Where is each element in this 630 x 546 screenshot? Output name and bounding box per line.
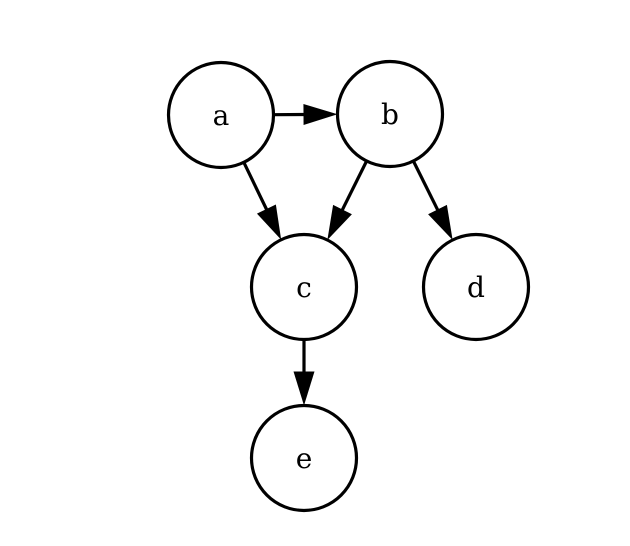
edge-b-c-line bbox=[340, 160, 369, 212]
node-c-label: c bbox=[296, 271, 312, 304]
node-e: e bbox=[249, 403, 359, 513]
edge-a-c-line bbox=[242, 161, 269, 211]
edge-b-d-line bbox=[411, 160, 440, 212]
node-e-circle bbox=[249, 403, 359, 513]
node-b: b bbox=[335, 59, 445, 169]
node-a-label: a bbox=[213, 99, 230, 132]
edge-b-d-arrowhead-icon bbox=[428, 204, 453, 240]
node-e-label: e bbox=[296, 442, 313, 475]
node-d: d bbox=[421, 232, 531, 342]
edge-a-b bbox=[273, 104, 338, 126]
edge-c-e-arrowhead-icon bbox=[293, 371, 315, 406]
edge-c-e bbox=[293, 339, 315, 406]
edge-a-c bbox=[242, 161, 282, 240]
edge-b-d bbox=[411, 160, 453, 240]
node-a-circle bbox=[166, 60, 276, 170]
node-b-label: b bbox=[381, 98, 399, 131]
node-c: c bbox=[249, 232, 359, 342]
node-d-label: d bbox=[467, 271, 485, 304]
edge-a-c-arrowhead-icon bbox=[256, 204, 282, 240]
node-c-circle bbox=[249, 232, 359, 342]
edge-b-c-arrowhead-icon bbox=[327, 204, 352, 240]
edge-b-c bbox=[327, 160, 369, 240]
node-d-circle bbox=[421, 232, 531, 342]
node-b-circle bbox=[335, 59, 445, 169]
edge-a-b-arrowhead-icon bbox=[303, 104, 338, 126]
node-a: a bbox=[166, 60, 276, 170]
